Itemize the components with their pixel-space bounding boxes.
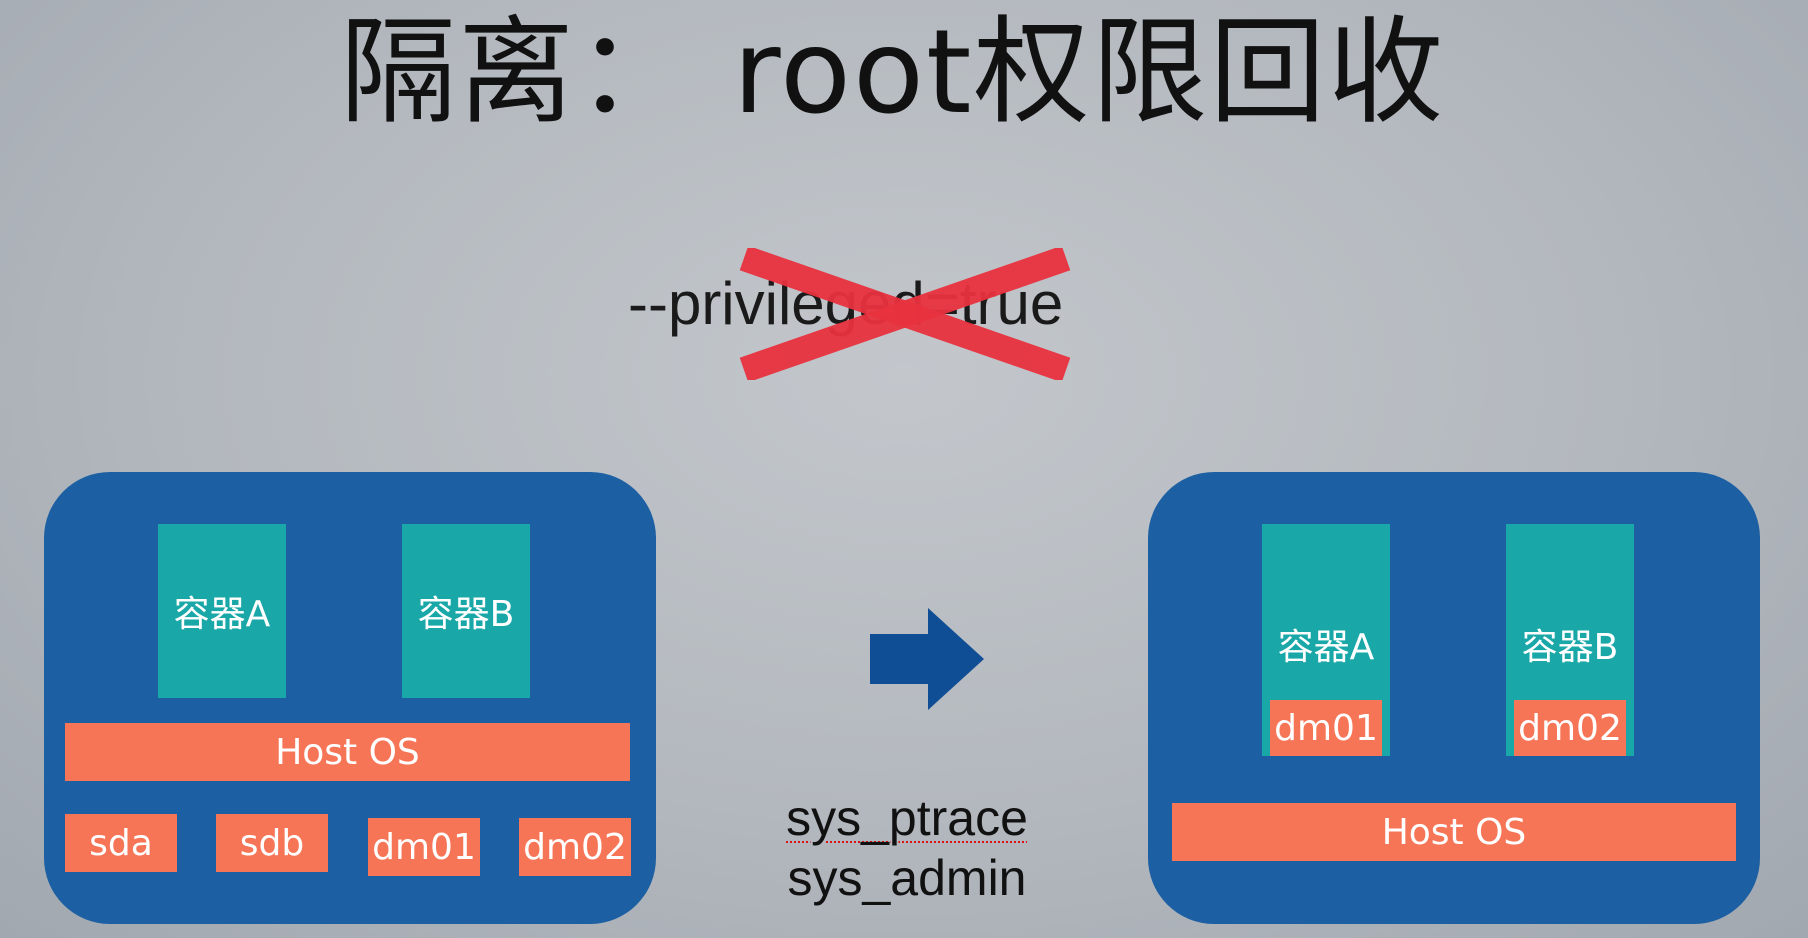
after-panel: 容器A dm01 容器B dm02 Host OS [1148,472,1760,924]
cross-out-icon [739,248,1071,380]
before-panel: 容器A 容器B Host OS sda sdb dm01 dm02 [44,472,656,924]
device-sda: sda [65,814,177,872]
capabilities-list: sys_ptrace sys_admin [770,788,1044,908]
slide-title: 隔离： root权限回收 [340,5,1446,140]
container-b-label: 容器B [1521,627,1619,668]
host-os-bar: Host OS [1172,803,1736,861]
host-os-bar: Host OS [65,723,630,781]
right-arrow-icon [870,608,984,710]
container-a-label: 容器A [1277,627,1375,668]
container-b-box: 容器B [402,524,530,698]
device-dm02: dm02 [519,818,631,876]
device-dm01: dm01 [368,818,480,876]
container-a-label: 容器A [173,594,271,635]
container-b-device-dm02: dm02 [1514,700,1626,756]
container-b-label: 容器B [417,594,515,635]
capability-sys-ptrace: sys_ptrace [786,790,1028,846]
container-a-box: 容器A [158,524,286,698]
capability-sys-admin: sys_admin [787,850,1027,906]
container-a-device-dm01: dm01 [1270,700,1382,756]
device-sdb: sdb [216,814,328,872]
